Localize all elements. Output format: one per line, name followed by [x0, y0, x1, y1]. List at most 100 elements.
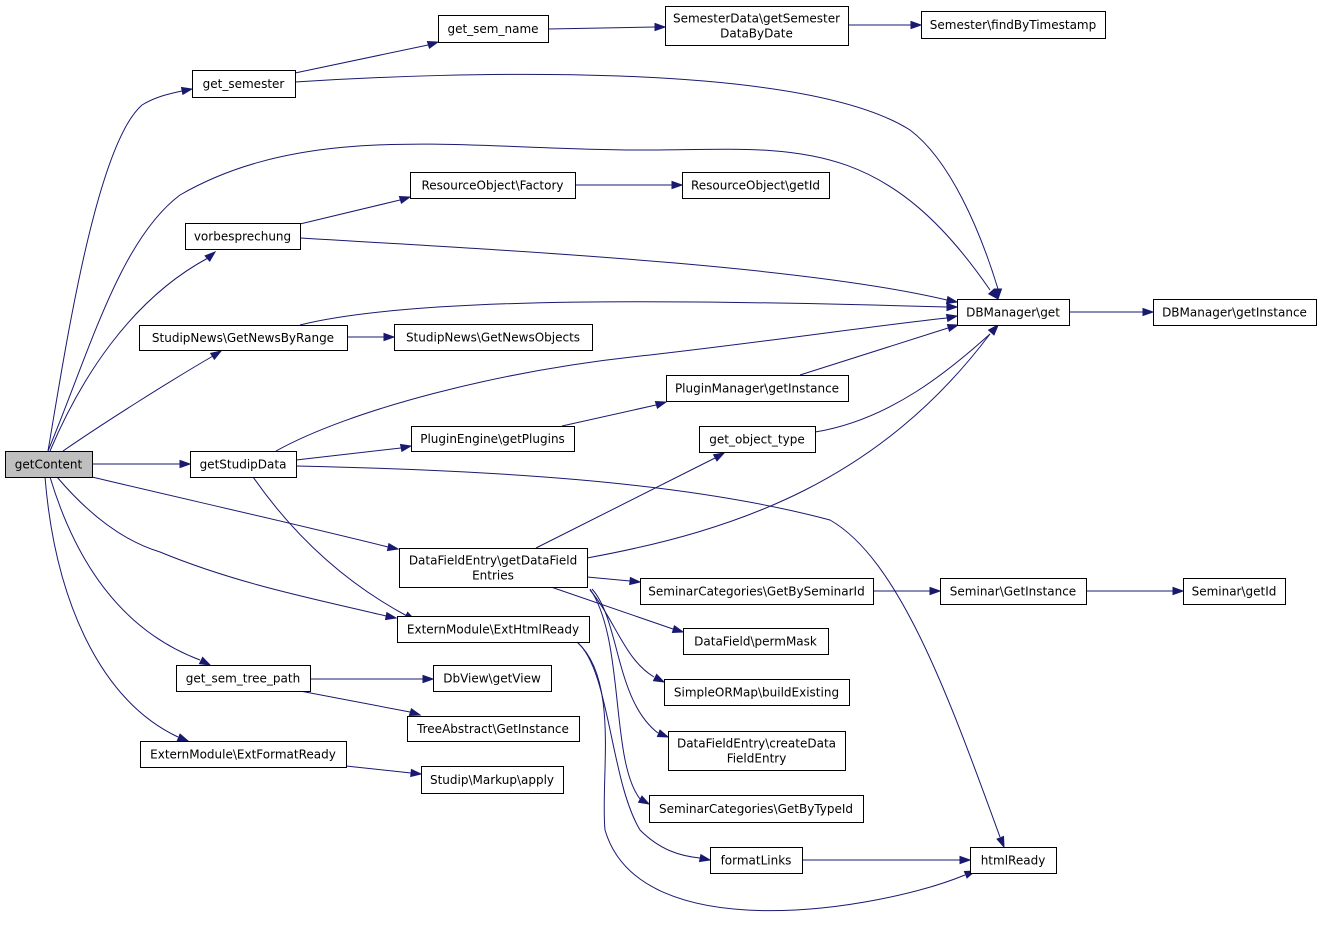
edge-DataFieldEntry_getDataFieldEntries-to-DBManager_get — [586, 323, 1000, 559]
node-Seminar_GetInstance[interactable]: Seminar\GetInstance — [940, 578, 1087, 605]
edge-line — [589, 589, 655, 678]
node-label: getContent — [15, 458, 83, 472]
edge-getContent-to-ExternModule_ExtFormatReady — [44, 476, 190, 742]
node-box — [139, 325, 348, 351]
node-label: PluginManager\getInstance — [675, 382, 839, 396]
node-layer: getContent get_semester get_sem_name Semest… — [5, 6, 1317, 874]
node-StudipNews_GetNewsObjects[interactable]: StudipNews\GetNewsObjects — [394, 324, 593, 351]
node-label: get_sem_name — [447, 22, 538, 36]
arrowhead-icon — [654, 22, 667, 32]
edge-ExternModule_ExtFormatReady-to-Studip_Markup_apply — [345, 765, 423, 778]
arrowhead-icon — [656, 729, 670, 738]
node-label: Entries — [472, 569, 514, 583]
edge-line — [550, 586, 674, 630]
arrowhead-icon — [1172, 586, 1185, 596]
node-get_sem_name[interactable]: get_sem_name — [438, 15, 549, 43]
arrowhead-icon — [929, 586, 942, 596]
node-box — [185, 223, 301, 250]
edge-getStudipData-to-PluginEngine_getPlugins — [295, 443, 413, 461]
node-label: Semester\findByTimestamp — [930, 18, 1097, 32]
edge-formatLinks-to-htmlReady — [802, 855, 972, 865]
edge-getContent-to-getStudipData — [92, 459, 192, 469]
arrowhead-icon — [712, 452, 726, 462]
node-get_sem_tree_path[interactable]: get_sem_tree_path — [176, 665, 311, 692]
node-label: DataFieldEntry\getDataField — [409, 554, 577, 568]
node-StudipNews_GetNewsByRange[interactable]: StudipNews\GetNewsByRange — [139, 325, 348, 351]
edge-DataFieldEntry_getDataFieldEntries-to-SeminarCategories_GetByTypeId — [589, 588, 651, 805]
node-htmlReady[interactable]: htmlReady — [970, 847, 1057, 874]
node-box — [970, 847, 1057, 874]
node-get_object_type[interactable]: get_object_type — [699, 426, 816, 453]
node-SeminarCategories_GetBySeminarId[interactable]: SeminarCategories\GetBySeminarId — [640, 578, 874, 605]
node-ResourceObject_Factory[interactable]: ResourceObject\Factory — [410, 172, 576, 199]
node-SeminarCategories_GetByTypeId[interactable]: SeminarCategories\GetByTypeId — [649, 795, 864, 823]
node-vorbesprechung[interactable]: vorbesprechung — [185, 223, 301, 250]
node-SimpleORMap_buildExisting[interactable]: SimpleORMap\buildExisting — [664, 679, 850, 706]
node-box — [399, 548, 588, 588]
node-box — [710, 847, 803, 874]
node-label: vorbesprechung — [194, 230, 291, 244]
node-DataField_permMask[interactable]: DataField\permMask — [683, 628, 829, 655]
node-Studip_Markup_apply[interactable]: Studip\Markup\apply — [421, 766, 564, 794]
node-box — [140, 741, 347, 768]
node-Seminar_getId[interactable]: Seminar\getId — [1183, 578, 1286, 605]
edge-ResourceObject_Factory-to-ResourceObject_getId — [575, 180, 684, 190]
node-box — [176, 665, 311, 692]
node-formatLinks[interactable]: formatLinks — [710, 847, 803, 874]
node-label: get_semester — [203, 77, 285, 91]
edge-vorbesprechung-to-DBManager_get — [299, 237, 959, 305]
node-PluginManager_getInstance[interactable]: PluginManager\getInstance — [666, 375, 849, 402]
node-get_semester[interactable]: get_semester — [192, 70, 296, 98]
edge-SeminarCategories_GetBySeminarId-to-Seminar_GetInstance — [873, 586, 942, 596]
edge-line — [547, 26, 656, 30]
arrowhead-icon — [176, 733, 190, 742]
arrowhead-icon — [945, 295, 959, 305]
arrowhead-icon — [179, 459, 192, 469]
node-label: SimpleORMap\buildExisting — [674, 686, 839, 700]
arrowhead-icon — [384, 611, 398, 621]
node-label: Studip\Markup\apply — [430, 773, 554, 787]
arrowhead-icon — [398, 195, 412, 205]
node-label: DBManager\getInstance — [1162, 306, 1307, 320]
node-DBManager_get[interactable]: DBManager\get — [957, 299, 1070, 326]
edge-line — [56, 476, 387, 617]
node-Semester_findByTimestamp[interactable]: Semester\findByTimestamp — [921, 11, 1106, 39]
node-box — [957, 299, 1070, 326]
edge-getContent-to-get_semester — [47, 86, 194, 452]
arrowhead-icon — [386, 542, 400, 552]
arrowhead-icon — [671, 180, 684, 190]
node-box — [649, 795, 864, 823]
node-ExternModule_ExtFormatReady[interactable]: ExternModule\ExtFormatReady — [140, 741, 347, 768]
node-getStudipData[interactable]: getStudipData — [190, 451, 297, 478]
node-box — [683, 628, 829, 655]
node-DBManager_getInstance[interactable]: DBManager\getInstance — [1153, 299, 1317, 326]
node-box — [407, 716, 580, 742]
edge-PluginManager_getInstance-to-DBManager_get — [799, 323, 960, 376]
node-TreeAbstract_GetInstance[interactable]: TreeAbstract\GetInstance — [407, 716, 580, 742]
node-label: StudipNews\GetNewsObjects — [406, 331, 580, 345]
node-label: get_sem_tree_path — [186, 672, 300, 686]
node-label: DbView\getView — [443, 672, 541, 686]
edge-getContent-to-get_sem_tree_path — [49, 476, 212, 666]
node-box — [397, 616, 590, 643]
node-PluginEngine_getPlugins[interactable]: PluginEngine\getPlugins — [411, 426, 575, 452]
edge-DataFieldEntry_getDataFieldEntries-to-SeminarCategories_GetBySeminarId — [586, 576, 642, 586]
arrowhead-icon — [383, 332, 396, 342]
edge-line — [294, 73, 999, 290]
node-DbView_getView[interactable]: DbView\getView — [433, 665, 552, 692]
edge-line — [814, 333, 991, 433]
arrowhead-icon — [422, 674, 435, 684]
node-box — [410, 172, 576, 199]
node-box — [5, 451, 93, 478]
node-box — [433, 665, 552, 692]
edge-line — [299, 237, 948, 301]
edge-line — [299, 690, 411, 713]
node-ResourceObject_getId[interactable]: ResourceObject\getId — [682, 172, 830, 199]
node-ExternModule_ExtHtmlReady[interactable]: ExternModule\ExtHtmlReady — [397, 616, 590, 643]
edge-line — [252, 476, 408, 617]
arrowhead-icon — [198, 656, 212, 666]
